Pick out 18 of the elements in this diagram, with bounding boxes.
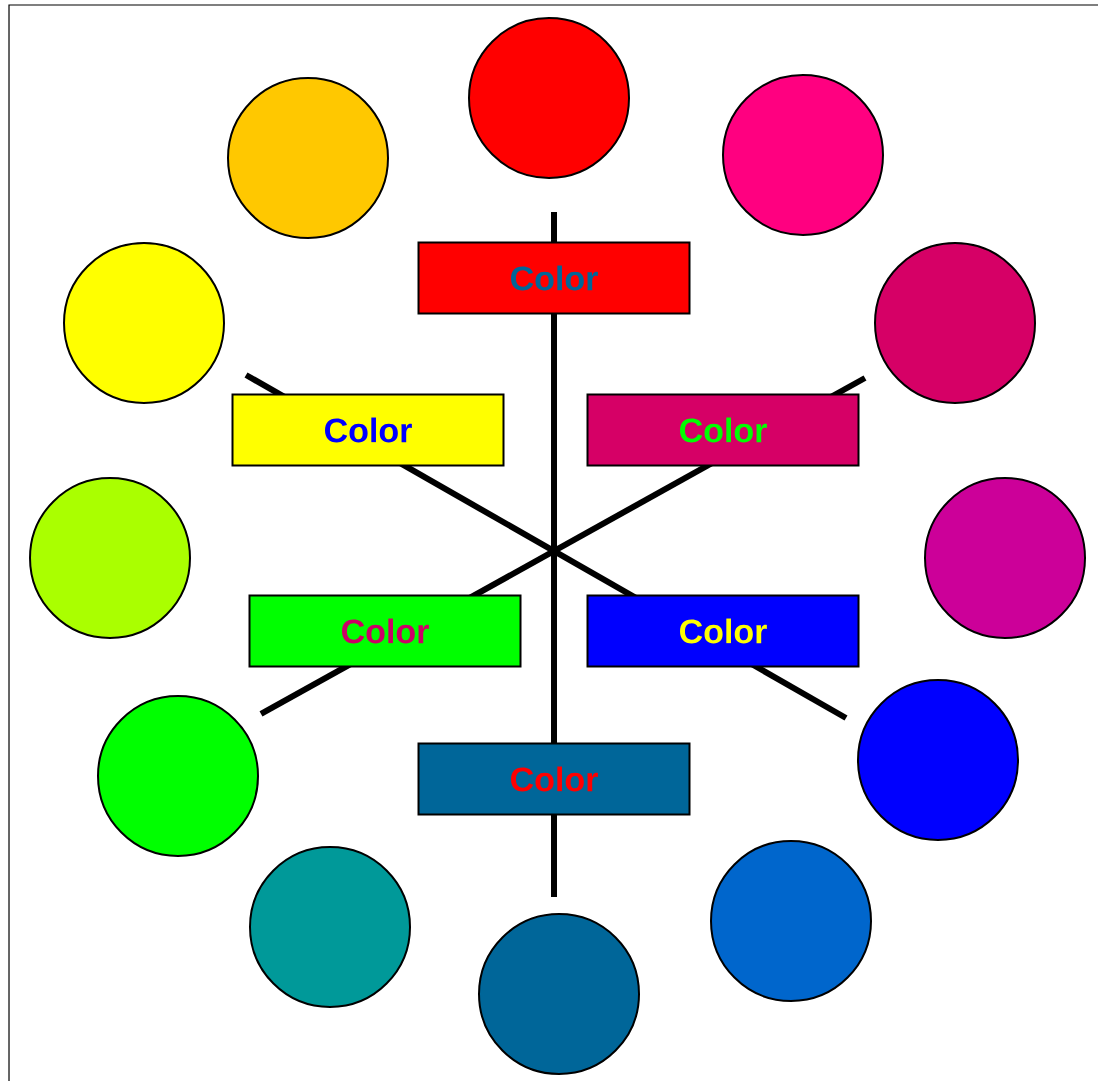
color-circle [857, 679, 1019, 841]
color-circle [29, 477, 191, 639]
color-circle [97, 695, 259, 857]
color-box: Color [417, 241, 691, 315]
color-box: Color [231, 393, 505, 467]
color-circle [63, 242, 225, 404]
color-circle [874, 242, 1036, 404]
color-circle [710, 840, 872, 1002]
color-box: Color [248, 594, 522, 668]
color-circle [722, 74, 884, 236]
color-circle [468, 17, 630, 179]
color-circle [227, 77, 389, 239]
color-box: Color [586, 393, 860, 467]
color-circle [478, 913, 640, 1075]
color-box: Color [586, 594, 860, 668]
color-circle [924, 477, 1086, 639]
color-circle [249, 846, 411, 1008]
color-box: Color [417, 742, 691, 816]
